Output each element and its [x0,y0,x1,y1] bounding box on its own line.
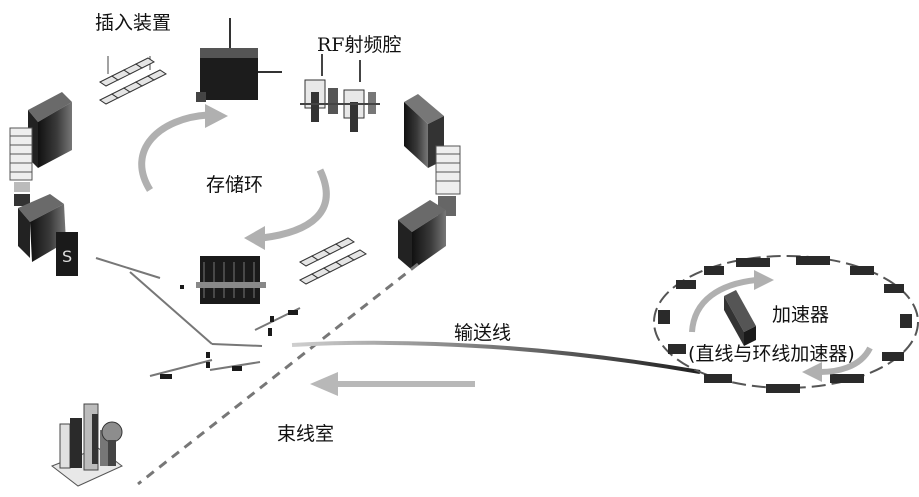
bending-magnet-left-bottom: S [18,194,78,276]
linac-bar [724,290,756,346]
svg-text:S: S [62,247,72,266]
bending-magnet-left-top [28,92,72,168]
transfer-line [292,343,700,372]
ring-arrow-head-top [205,104,228,128]
label-accelerator: 加速器 [772,300,829,327]
label-insertion-device: 插入装置 [95,8,171,35]
experimental-station [52,404,122,486]
bending-magnet-right-bottom [398,200,446,270]
label-rf-cavity: RF射频腔 [317,30,402,57]
rf-cavity [300,54,380,132]
beamline-hall-boundary [138,264,418,484]
label-beamline-hall: 束线室 [277,419,334,446]
beamline-photon-lines [96,258,300,376]
undulator-top [100,56,166,104]
injection-arrow-head [310,372,338,396]
undulator-bottom [300,238,366,284]
label-storage-ring: 存储环 [206,170,263,197]
ring-arrow-head-bottom [244,226,265,250]
label-transfer-line: 输送线 [454,318,511,345]
label-accelerator-note: (直线与环线加速器) [688,339,855,366]
accelerator-arrow-upper-head [754,270,774,290]
quadrupole-right [436,146,460,216]
dipole-magnet-bottom [196,256,266,304]
dipole-magnet-top [196,18,282,102]
quadrupole-left-upper [10,128,32,206]
